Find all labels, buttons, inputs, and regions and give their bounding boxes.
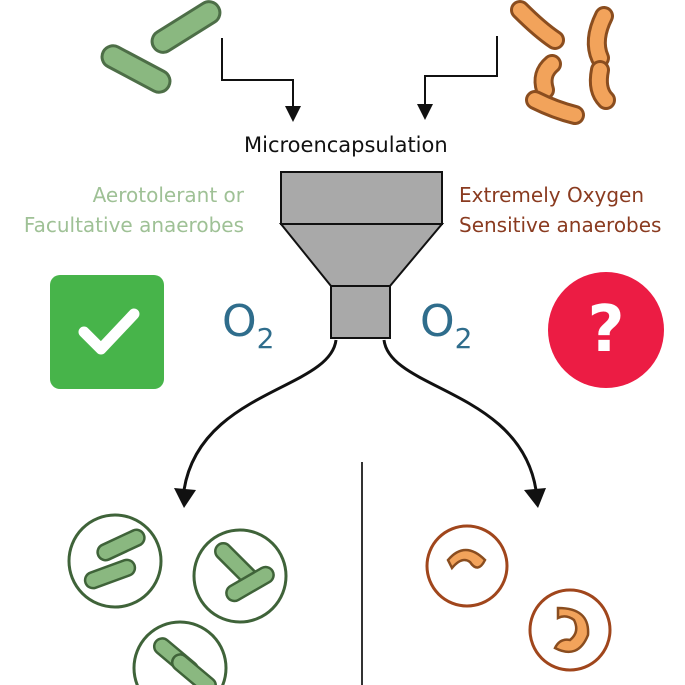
right-input-arrow: [417, 36, 498, 120]
diagram-title: Microencapsulation: [244, 133, 448, 157]
question-mark-icon: ?: [548, 272, 664, 388]
funnel: [278, 171, 445, 339]
oxygen-right-main: O: [420, 296, 455, 347]
oxygen-label-left: O2: [222, 300, 274, 356]
orange-microcapsule-1: [425, 524, 509, 608]
left-group-label: Aerotolerant or Facultative anaerobes: [0, 180, 244, 240]
check-box-bg: [50, 275, 164, 389]
right-output-arrow: [382, 339, 538, 491]
orange-microcapsule-2: [528, 588, 612, 672]
green-microcapsule-2: [192, 528, 288, 624]
right-label-line1: Extremely Oxygen: [459, 183, 645, 207]
left-output-arrowhead: [174, 488, 196, 508]
checkmark-icon: [78, 308, 140, 355]
left-label-line2: Facultative anaerobes: [23, 213, 244, 237]
oxygen-right-sub: 2: [454, 322, 473, 355]
oxygen-left-main: O: [222, 296, 257, 347]
question-mark-symbol: ?: [587, 293, 625, 367]
green-microcapsule-3: [132, 620, 228, 685]
right-output-arrowhead: [524, 488, 546, 508]
oxygen-label-right: O2: [420, 300, 472, 356]
oxygen-left-sub: 2: [256, 322, 275, 355]
right-label-line2: Sensitive anaerobes: [459, 213, 662, 237]
left-label-line1: Aerotolerant or: [92, 183, 244, 207]
left-output-arrow: [182, 339, 338, 491]
green-rod-bacteria-top: [100, 0, 222, 94]
left-input-arrow: [221, 38, 301, 122]
right-group-label: Extremely Oxygen Sensitive anaerobes: [459, 180, 661, 240]
orange-curved-bacteria-top: [510, 0, 616, 125]
green-microcapsule-1: [67, 513, 163, 609]
